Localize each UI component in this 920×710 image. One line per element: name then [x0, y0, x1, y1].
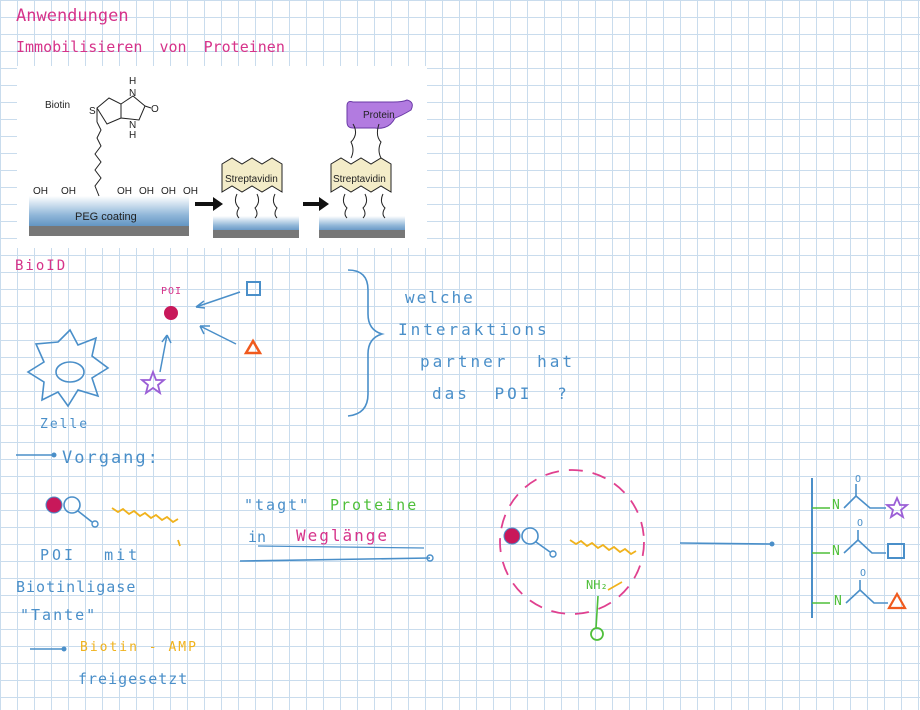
glass-slide-1: [29, 226, 189, 236]
question-line-1: welche: [405, 288, 475, 307]
svg-text:S: S: [89, 106, 96, 117]
arrow-star-to-poi: [159, 334, 172, 373]
immobilization-figure: PEG coating OH OH OH OH OH OH Biotin S H…: [17, 66, 427, 248]
blue-square-2: [887, 543, 905, 559]
question-line-3: partner hat: [420, 352, 575, 371]
n-label-2: N: [832, 544, 840, 559]
svg-text:N: N: [129, 88, 136, 99]
orange-triangle-2: [887, 591, 907, 610]
tagging-arrow: [239, 557, 431, 562]
result-arrow: [679, 542, 773, 545]
biotinligase-circle: [63, 496, 81, 514]
o-label-1: O: [855, 474, 862, 485]
biotin-amp-label: Biotin - AMP: [80, 640, 198, 655]
svg-text:H: H: [129, 76, 136, 87]
weglaenge-label: Weglänge: [296, 526, 390, 545]
in-label: in: [248, 528, 267, 546]
svg-text:Protein: Protein: [363, 110, 395, 121]
svg-text:OH: OH: [117, 186, 132, 197]
svg-text:Biotin: Biotin: [45, 100, 70, 111]
poi-label-top: POI: [161, 286, 183, 297]
poi-fusion-dot: [45, 496, 63, 514]
arrow-square-to-poi: [195, 291, 241, 309]
svg-text:O: O: [151, 104, 159, 115]
svg-text:OH: OH: [161, 186, 176, 197]
biotinligase-label: Biotinligase: [16, 578, 137, 596]
arrow-right-1: [195, 197, 223, 211]
streptavidin-2: [330, 157, 392, 193]
svg-text:Streptavidin: Streptavidin: [333, 174, 386, 185]
biotinylated-residue-1: [812, 484, 910, 520]
peg-surface-2: [213, 216, 299, 232]
o-label-2: O: [857, 518, 864, 529]
oh-groups: OH OH OH OH OH OH: [33, 186, 198, 197]
svg-text:OH: OH: [33, 186, 48, 197]
lysine-sidechain: [595, 595, 599, 629]
n-label-1: N: [832, 498, 840, 513]
cell-label: Zelle: [40, 417, 90, 432]
cell-outline: [26, 328, 110, 408]
biotin-amp-squiggle-2: [569, 539, 637, 556]
peg-surface-3: [319, 216, 405, 232]
purple-star-2: [884, 495, 910, 520]
question-line-2: Interaktions: [398, 320, 550, 339]
arrow-right-2: [303, 197, 329, 211]
streptavidin-1: [221, 157, 283, 193]
svg-text:Streptavidin: Streptavidin: [225, 174, 278, 185]
bioid-heading: BioID: [15, 258, 68, 274]
n-label-3: N: [834, 594, 842, 609]
svg-text:OH: OH: [139, 186, 154, 197]
question-line-4: das POI ?: [432, 384, 570, 403]
page-subtitle: Immobilisieren von Proteinen: [16, 38, 285, 56]
labeling-radius-circle: [499, 469, 645, 615]
peg-label: PEG coating: [75, 211, 137, 223]
svg-text:H: H: [129, 130, 136, 141]
poi-dot: [164, 306, 178, 320]
biotinylated-residue-3: [812, 580, 907, 610]
o-label-3: O: [860, 568, 867, 579]
biotinylated-residue-2: [812, 530, 905, 559]
biotin-ring-urea: [120, 95, 146, 121]
blue-square: [246, 281, 261, 296]
svg-text:OH: OH: [61, 186, 76, 197]
orange-triangle: [243, 338, 263, 355]
protein-shape: [346, 99, 413, 129]
freigesetzt-label: freigesetzt: [78, 670, 189, 688]
nh2-label: NH₂: [586, 578, 608, 592]
svg-text:N: N: [129, 120, 136, 131]
vorgang-label: Vorgang:: [62, 448, 160, 468]
proteine-label: Proteine: [330, 496, 419, 514]
curly-brace: [347, 269, 385, 417]
tante-label: "Tante": [20, 606, 98, 624]
poi-with-label: POI mit: [40, 546, 141, 564]
arrow-triangle-to-poi: [199, 325, 237, 345]
biotin-linker: [94, 121, 102, 197]
page-title: Anwendungen: [16, 6, 129, 26]
tagt-label: "tagt": [244, 496, 311, 514]
cell-nucleus: [55, 361, 85, 383]
peg-surface-1: [29, 196, 189, 228]
poi-fusion-dot-2: [503, 527, 521, 545]
svg-text:OH: OH: [183, 186, 198, 197]
biotin-amp-squiggle-1: [111, 507, 179, 524]
target-protein: [590, 627, 604, 641]
purple-star: [139, 369, 167, 396]
